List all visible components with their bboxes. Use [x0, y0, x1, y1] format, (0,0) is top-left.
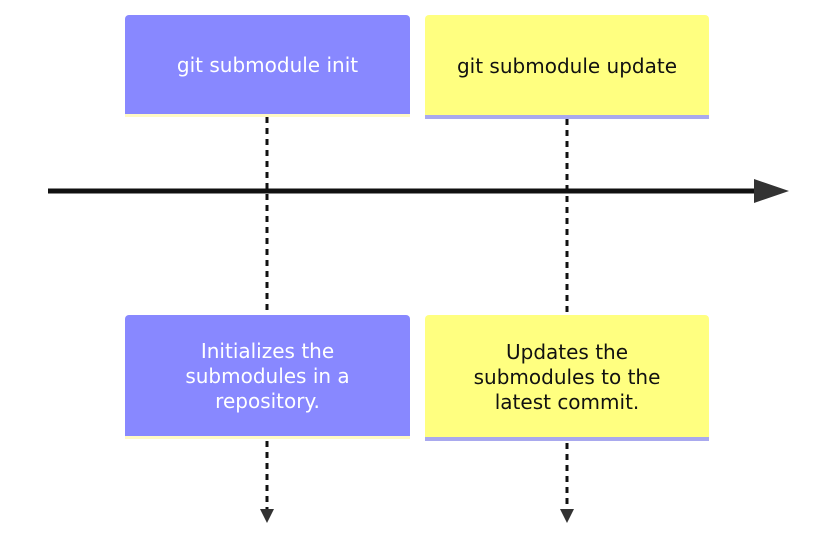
- period-2-title-box: git submodule update: [425, 15, 709, 119]
- period-2-event: Updates the submodules to the latest com…: [473, 339, 661, 414]
- period-1-event: Initializes the submodules in a reposito…: [185, 339, 350, 413]
- period-1-event-box: Initializes the submodules in a reposito…: [125, 315, 410, 439]
- period-2-arrowhead: [560, 509, 574, 523]
- period-2-title: git submodule update: [456, 53, 678, 78]
- period-1-arrowhead: [260, 509, 274, 523]
- timeline-arrowhead: [754, 179, 789, 203]
- period-1-title-box: git submodule init: [125, 15, 410, 117]
- period-1-title: git submodule init: [176, 53, 359, 77]
- period-2-event-box: Updates the submodules to the latest com…: [425, 315, 709, 441]
